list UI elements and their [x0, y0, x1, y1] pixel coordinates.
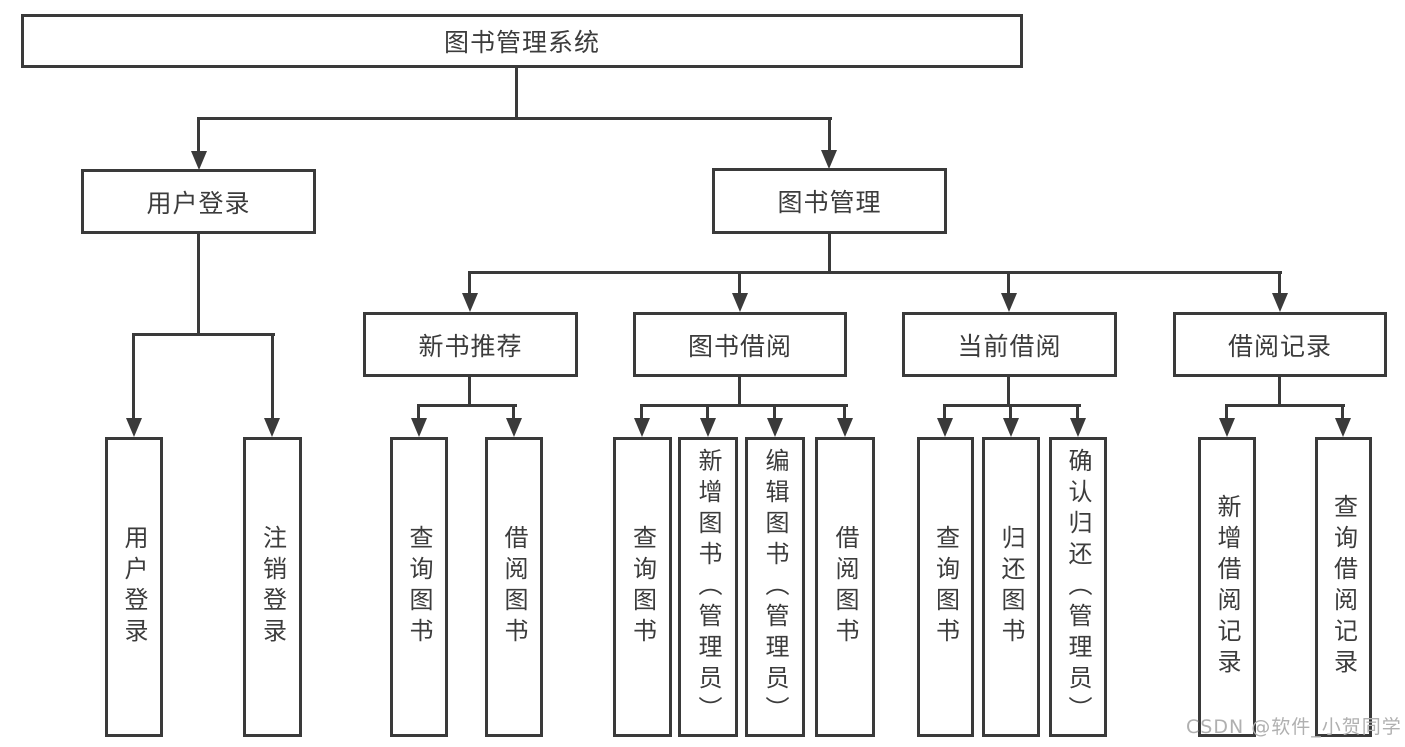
- connector-book-borrow-split: [641, 404, 848, 407]
- connector-stem: [1076, 404, 1079, 421]
- arrow-down-icon: [634, 418, 650, 437]
- node-user-login: 用户登录: [81, 169, 316, 234]
- leaf-user-login: 用户登录: [105, 437, 163, 737]
- leaf-borrow-books-borrowing: 借阅图书: [815, 437, 875, 737]
- arrow-down-icon: [506, 418, 522, 437]
- connector-stem: [417, 404, 420, 421]
- connector-stem-book-mgmt: [828, 117, 831, 152]
- leaf-logout: 注销登录: [243, 437, 302, 737]
- leaf-query-books-recommend: 查询图书: [390, 437, 448, 737]
- connector-stem: [512, 404, 515, 421]
- connector-borrow-records-split: [1225, 404, 1345, 407]
- arrow-down-icon: [462, 293, 478, 312]
- node-book-borrowing: 图书借阅: [633, 312, 847, 377]
- connector-stem: [640, 404, 643, 421]
- connector-book-mgmt-trunk: [828, 234, 831, 274]
- csdn-watermark: CSDN @软件_小贺同学: [1186, 716, 1402, 738]
- connector-stem-current-borrow: [1007, 271, 1010, 296]
- node-book-management: 图书管理: [712, 168, 947, 234]
- leaf-confirm-return-admin: 确认归还（管理员）: [1049, 437, 1107, 737]
- arrow-down-icon: [821, 150, 837, 169]
- leaf-query-books-borrowing: 查询图书: [613, 437, 672, 737]
- connector-stem-book-borrow: [738, 271, 741, 296]
- connector-book-mgmt-split: [469, 271, 1282, 274]
- arrow-down-icon: [191, 151, 207, 170]
- leaf-edit-book-admin: 编辑图书（管理员）: [745, 437, 805, 737]
- leaf-borrow-books-recommend: 借阅图书: [485, 437, 543, 737]
- arrow-down-icon: [732, 293, 748, 312]
- connector-stem: [773, 404, 776, 421]
- leaf-add-book-admin: 新增图书（管理员）: [678, 437, 738, 737]
- connector-borrow-records-trunk: [1278, 377, 1281, 407]
- connector-user-login-trunk: [197, 234, 200, 336]
- connector-stem-user-login: [197, 117, 200, 153]
- connector-new-book-rec-split: [418, 404, 517, 407]
- arrow-down-icon: [1219, 418, 1235, 437]
- connector-stem-leaf-logout: [271, 333, 274, 421]
- leaf-return-book: 归还图书: [982, 437, 1040, 737]
- connector-stem: [1009, 404, 1012, 421]
- connector-user-login-split: [133, 333, 275, 336]
- leaf-query-books-current: 查询图书: [917, 437, 974, 737]
- arrow-down-icon: [1001, 293, 1017, 312]
- connector-stem-new-book-rec: [468, 271, 471, 296]
- connector-current-borrow-split: [944, 404, 1081, 407]
- arrow-down-icon: [1070, 418, 1086, 437]
- connector-stem: [1341, 404, 1344, 421]
- connector-stem: [1225, 404, 1228, 421]
- connector-new-book-rec-trunk: [468, 377, 471, 407]
- arrow-down-icon: [126, 418, 142, 437]
- arrow-down-icon: [700, 418, 716, 437]
- connector-root-split: [198, 117, 832, 120]
- connector-current-borrow-trunk: [1007, 377, 1010, 407]
- arrow-down-icon: [1335, 418, 1351, 437]
- node-current-borrowing: 当前借阅: [902, 312, 1117, 377]
- connector-stem-leaf-user-login: [132, 333, 135, 421]
- connector-root-trunk: [515, 68, 518, 117]
- connector-stem-borrow-records: [1278, 271, 1281, 296]
- node-new-book-recommend: 新书推荐: [363, 312, 578, 377]
- connector-stem: [943, 404, 946, 421]
- arrow-down-icon: [264, 418, 280, 437]
- arrow-down-icon: [837, 418, 853, 437]
- connector-book-borrow-trunk: [738, 377, 741, 407]
- connector-stem: [706, 404, 709, 421]
- arrow-down-icon: [411, 418, 427, 437]
- node-library-management-system: 图书管理系统: [21, 14, 1023, 68]
- connector-stem: [843, 404, 846, 421]
- leaf-query-borrow-record: 查询借阅记录: [1315, 437, 1372, 737]
- leaf-add-borrow-record: 新增借阅记录: [1198, 437, 1256, 737]
- arrow-down-icon: [1272, 293, 1288, 312]
- arrow-down-icon: [767, 418, 783, 437]
- arrow-down-icon: [937, 418, 953, 437]
- node-borrowing-records: 借阅记录: [1173, 312, 1387, 377]
- arrow-down-icon: [1003, 418, 1019, 437]
